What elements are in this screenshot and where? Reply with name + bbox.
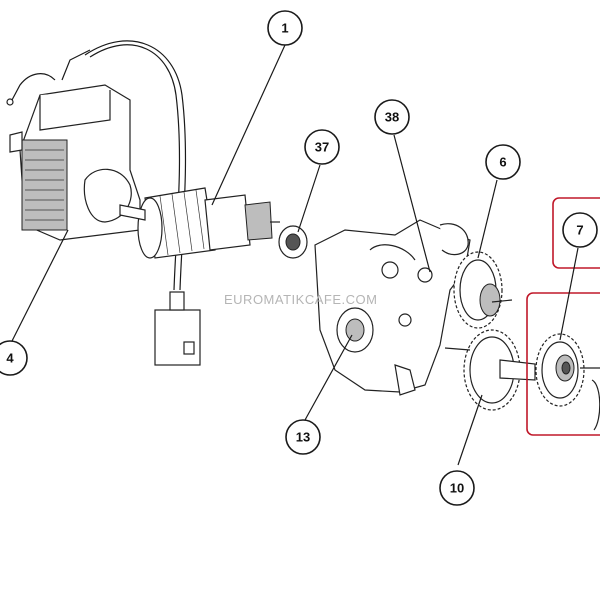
callout-37: 37 [304, 129, 340, 165]
callout-13: 13 [285, 419, 321, 455]
callout-37-label: 37 [315, 140, 329, 155]
callout-6: 6 [485, 144, 521, 180]
callout-4-label: 4 [6, 351, 14, 366]
callout-13-label: 13 [296, 430, 310, 445]
motor-stator-part [6, 49, 141, 241]
callout-1-label: 1 [281, 21, 288, 36]
large-gear-part [444, 329, 536, 411]
gearbox-housing-part [314, 219, 471, 396]
callout-10: 10 [439, 470, 475, 506]
bearing-part [278, 225, 308, 259]
compound-gear-part [453, 251, 513, 329]
callout-7-label: 7 [576, 223, 583, 238]
callout-4: 4 [0, 340, 28, 376]
callout-38: 38 [374, 99, 410, 135]
callout-38-label: 38 [385, 110, 399, 125]
callout-7: 7 [562, 212, 598, 248]
callout-10-label: 10 [450, 481, 464, 496]
highlight-box-callout-7 [552, 197, 600, 269]
armature-rotor-part [119, 187, 280, 259]
output-gear-part [535, 333, 600, 431]
watermark: EUROMATIKCAFE.COM [224, 292, 377, 307]
callout-1: 1 [267, 10, 303, 46]
highlight-box-output-gear [526, 292, 600, 436]
callout-6-label: 6 [499, 155, 506, 170]
